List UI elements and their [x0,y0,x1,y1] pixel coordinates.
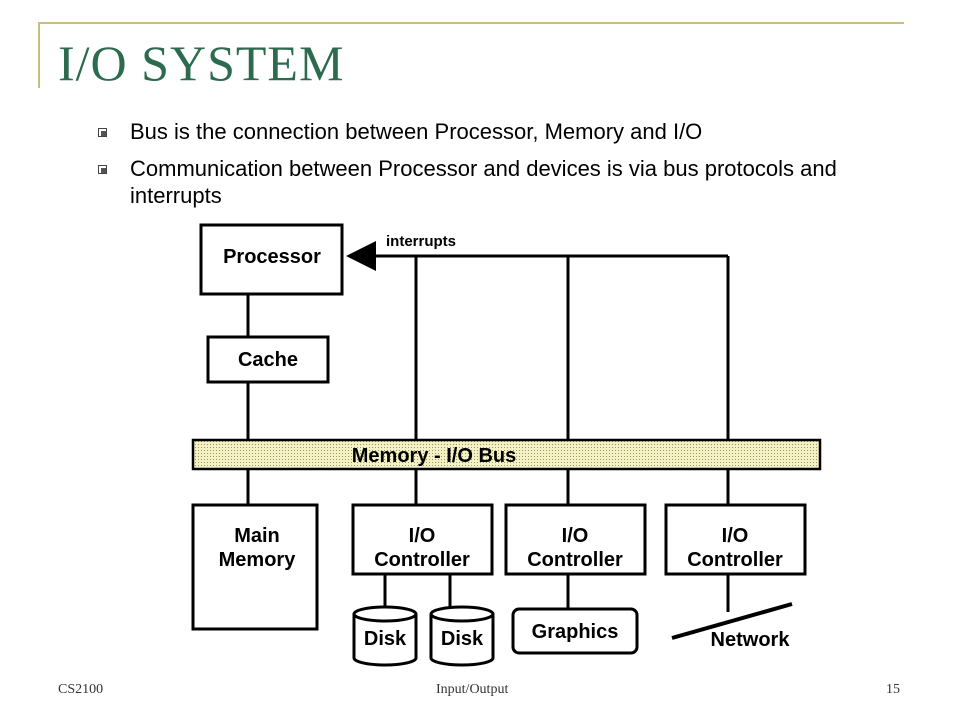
disk-label: Disk [364,628,407,650]
connector-lines [246,241,730,612]
io-controller-box: I/O Controller [504,503,647,576]
main-memory-label-line2: Memory [219,549,297,571]
disk-cylinder: Disk [352,605,418,667]
graphics-box: Graphics [511,607,639,655]
bullet-text: Bus is the connection between Processor,… [130,119,703,144]
bullet-item: Communication between Processor and devi… [98,155,858,209]
bullet-list: Bus is the connection between Processor,… [98,118,858,219]
disk-cylinder: Disk [429,605,495,667]
bullet-text: Communication between Processor and devi… [130,156,837,208]
cache-box: Cache [206,335,330,384]
network-link: Network [671,602,793,651]
disk-label: Disk [441,628,484,650]
cache-label: Cache [238,349,298,371]
memory-io-bus: Memory - I/O Bus [191,438,822,471]
bus-label: Memory - I/O Bus [352,445,516,467]
processor-label: Processor [223,246,321,268]
footer-course: CS2100 [58,682,104,697]
interrupts-label: interrupts [386,233,456,250]
main-memory-box: Main Memory [191,503,319,631]
bullet-item: Bus is the connection between Processor,… [98,118,858,145]
square-bullet-icon [98,128,107,137]
frame-line-top [38,22,904,24]
square-bullet-icon [98,165,107,174]
io-controller-box: I/O Controller [664,503,807,576]
main-memory-label-line1: Main [234,525,280,547]
io-controller-label-line1: I/O [409,525,436,547]
io-controller-label-line2: Controller [687,549,783,571]
network-label: Network [711,629,791,651]
io-controller-label-line2: Controller [527,549,623,571]
graphics-label: Graphics [532,621,619,643]
io-controller-label-line2: Controller [374,549,470,571]
processor-box: Processor [199,223,344,296]
io-controller-label-line1: I/O [562,525,589,547]
footer-topic: Input/Output [436,682,509,697]
io-controller-label-line1: I/O [722,525,749,547]
io-controller-box: I/O Controller [351,503,494,576]
slide-title: I/O SYSTEM [58,35,345,91]
frame-line-left [38,22,40,88]
footer-page-number: 15 [886,682,900,697]
